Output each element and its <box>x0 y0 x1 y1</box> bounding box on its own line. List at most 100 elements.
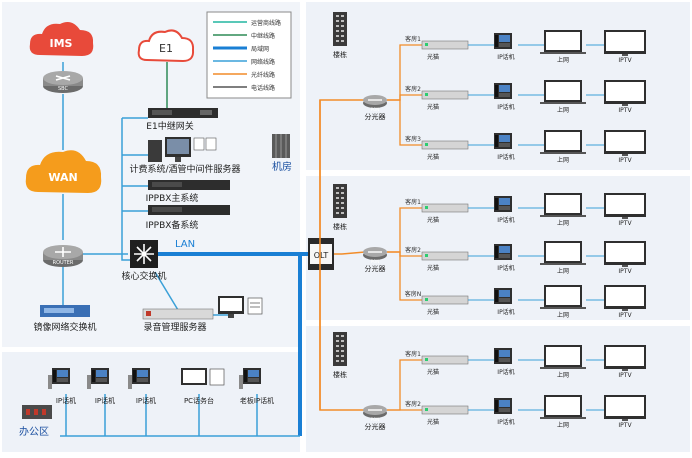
phone-screen <box>57 370 68 377</box>
internet-label: 上网 <box>557 156 569 164</box>
e1-gateway-device: E1中继网关 <box>146 108 218 132</box>
tv-screen <box>606 287 644 306</box>
building-window <box>336 192 339 194</box>
modem-icon <box>421 40 469 50</box>
internet-label: 上网 <box>557 311 569 319</box>
building-window <box>336 202 339 204</box>
recording-server-label: 录音管理服务器 <box>143 321 206 333</box>
link-core-recording <box>154 271 179 311</box>
laptop-screen <box>546 82 580 100</box>
room-fiber <box>387 251 422 301</box>
phone-keypad <box>499 143 510 147</box>
building-window <box>336 360 339 362</box>
phone-screen <box>137 370 148 377</box>
phone-keypad <box>499 358 510 362</box>
legend-label: 局域网 <box>251 45 269 53</box>
phone-keypad <box>96 378 107 382</box>
phone-handset <box>495 400 498 412</box>
room-phone-label: IP话机 <box>497 368 514 376</box>
phone-keypad <box>499 43 510 47</box>
building-window <box>341 35 344 37</box>
tv-screen <box>606 132 644 151</box>
phone-handset <box>495 290 498 302</box>
office-device-label: PC话务台 <box>184 396 214 405</box>
laptop-base <box>540 307 586 309</box>
ims-cloud: IMS <box>29 22 94 56</box>
pon-label: PON <box>371 417 380 422</box>
tv-stand <box>622 104 628 106</box>
room-label: 客房1 <box>405 35 421 43</box>
sbc-label: SBC <box>58 86 69 92</box>
modem-icon <box>421 90 469 100</box>
building-window <box>341 30 344 32</box>
laptop-base <box>540 52 586 54</box>
laptop-base <box>540 417 586 419</box>
modem-label: 光猫 <box>427 264 439 272</box>
phone-keypad <box>499 206 510 210</box>
office-device-label: 老板IP话机 <box>240 396 274 405</box>
modem-led <box>425 43 428 46</box>
tv-screen <box>606 397 644 416</box>
phone-stand <box>48 375 52 389</box>
phone-screen <box>248 370 259 377</box>
building-window <box>336 212 339 214</box>
tv-stand <box>622 217 628 219</box>
phone-handset <box>495 350 498 362</box>
pon-label: PON <box>371 107 380 112</box>
ipbx-backup-device: IPPBX备系统 <box>146 205 230 231</box>
office-device-label: IP话机 <box>136 396 156 405</box>
ipbx-backup-label: IPPBX备系统 <box>146 219 199 231</box>
building-window <box>341 340 344 342</box>
building-window <box>336 345 339 347</box>
room-label: 客房2 <box>405 246 421 254</box>
phone-keypad <box>248 378 259 382</box>
olt-device: OLT <box>308 238 342 270</box>
office-label: 办公区 <box>19 425 49 438</box>
billing-server-label: 计费系统/酒管中间件服务器 <box>129 163 240 175</box>
building-window <box>336 15 339 17</box>
phone-screen <box>499 350 510 357</box>
internet-label: 上网 <box>557 421 569 429</box>
floor-zone-3 <box>306 326 690 452</box>
iptv-label: IPTV <box>618 107 632 114</box>
office-device-label: IP话机 <box>56 396 76 405</box>
phone-screen <box>499 135 510 142</box>
laptop-base <box>540 102 586 104</box>
phone-keypad <box>499 408 510 412</box>
phone-keypad <box>499 298 510 302</box>
building-window <box>336 30 339 32</box>
tv-screen <box>606 243 644 262</box>
phone-handset <box>133 370 136 382</box>
room-phone-label: IP话机 <box>497 308 514 316</box>
router-device: ROUTER <box>43 245 83 267</box>
building-window <box>341 20 344 22</box>
iptv-label: IPTV <box>618 157 632 164</box>
laptop-screen <box>546 32 580 50</box>
modem-icon <box>421 140 469 150</box>
building-window <box>336 20 339 22</box>
modem-led <box>425 358 428 361</box>
phone-screen <box>499 35 510 42</box>
modem-led <box>425 93 428 96</box>
phone-stand <box>87 375 91 389</box>
phone-handset <box>92 370 95 382</box>
wan-cloud: WAN <box>25 150 102 193</box>
wan-label: WAN <box>48 171 77 184</box>
legend-label: 光纤线路 <box>251 71 275 79</box>
tv-stand <box>622 154 628 156</box>
building-icon <box>333 332 347 366</box>
legend-label: 中继线路 <box>251 32 275 40</box>
building-window <box>336 187 339 189</box>
e1-label: E1 <box>159 42 173 55</box>
room-label: 客房1 <box>405 350 421 358</box>
building-window <box>341 202 344 204</box>
room-phone-label: IP话机 <box>497 103 514 111</box>
phone-screen <box>96 370 107 377</box>
phone-stand <box>239 375 243 389</box>
iptv-label: IPTV <box>618 422 632 429</box>
building-window <box>341 187 344 189</box>
